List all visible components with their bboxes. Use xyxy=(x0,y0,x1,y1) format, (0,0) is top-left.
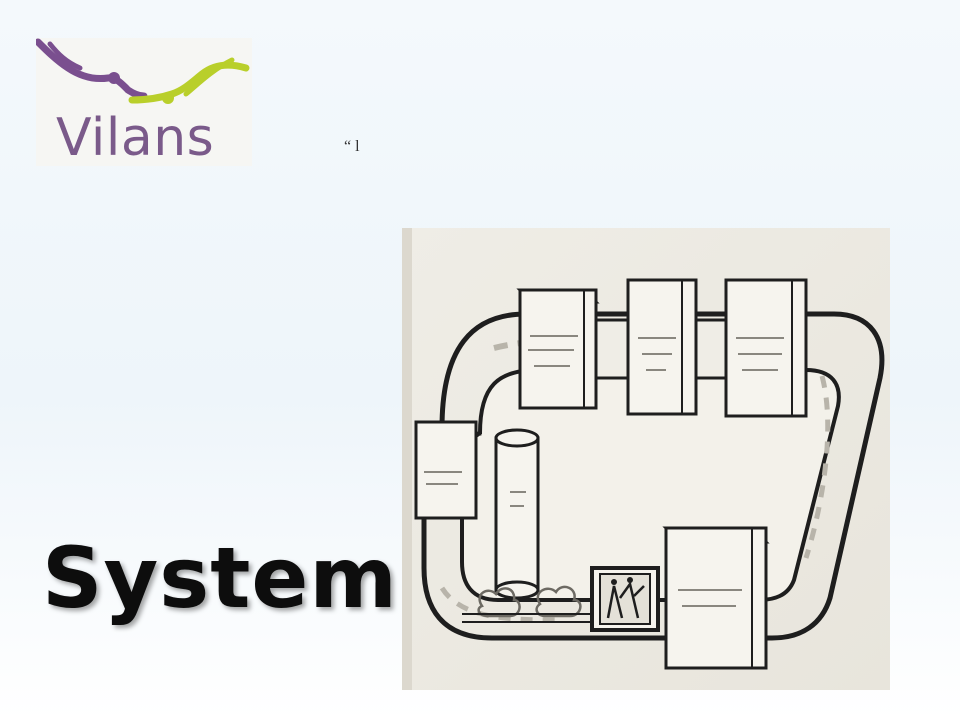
slide-title: System xyxy=(42,529,398,627)
diagram-box-2 xyxy=(626,278,698,416)
diagram-box-left xyxy=(414,420,482,520)
swimmers-logo-icon xyxy=(36,38,250,104)
logo-wordmark: Vilans xyxy=(56,108,215,168)
diagram-cylinder xyxy=(494,428,540,600)
diagram-box-bottom-right xyxy=(662,526,770,670)
system-diagram-image xyxy=(402,228,890,690)
stray-text: “ l xyxy=(344,138,360,155)
diagram-box-3 xyxy=(724,278,808,418)
diagram-box-1 xyxy=(516,288,600,410)
diagram-figures-window xyxy=(590,566,660,632)
vilans-logo: Vilans xyxy=(36,38,252,166)
conveyor-loop-diagram xyxy=(402,228,890,690)
